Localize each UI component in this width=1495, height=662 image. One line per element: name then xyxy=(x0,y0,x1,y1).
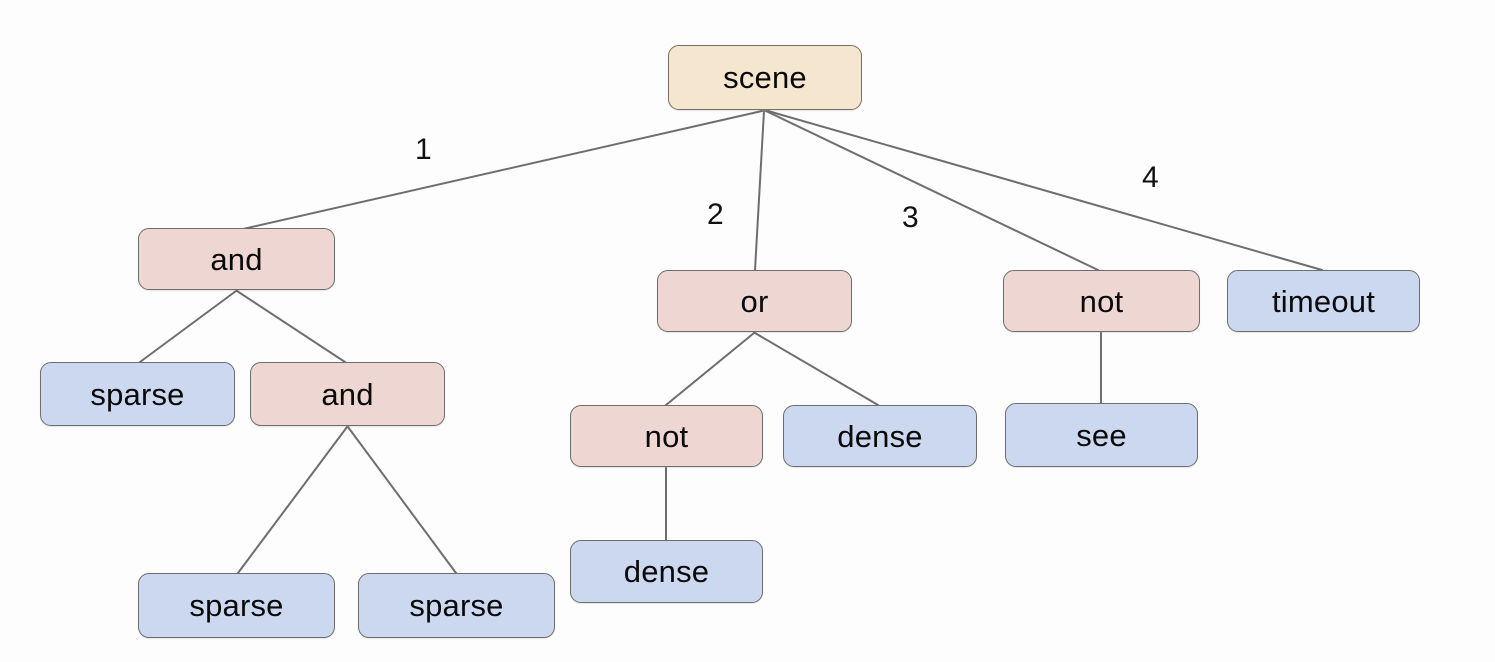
tree-node-label: sparse xyxy=(409,588,504,623)
tree-node-label: see xyxy=(1076,417,1127,453)
tree-node-label: and xyxy=(321,376,374,412)
tree-node-scene[interactable]: scene xyxy=(668,45,862,110)
tree-edge xyxy=(754,332,879,406)
tree-edge xyxy=(754,110,765,271)
tree-node-see1[interactable]: see xyxy=(1005,403,1198,467)
tree-edge xyxy=(237,426,348,574)
tree-node-label: not xyxy=(1079,283,1124,319)
tree-node-label: dense xyxy=(623,554,710,589)
tree-node-label: and xyxy=(210,241,263,277)
tree-node-timeout1[interactable]: timeout xyxy=(1227,270,1420,332)
tree-node-not2[interactable]: not xyxy=(570,405,763,467)
tree-node-sparse3[interactable]: sparse xyxy=(358,573,555,638)
tree-node-label: timeout xyxy=(1271,283,1376,319)
tree-edge xyxy=(139,290,237,363)
tree-node-not1[interactable]: not xyxy=(1003,270,1200,332)
tree-node-label: sparse xyxy=(189,588,284,623)
edge-label-1: 1 xyxy=(415,133,432,166)
tree-node-sparse1[interactable]: sparse xyxy=(40,362,235,426)
tree-edge xyxy=(665,332,755,406)
tree-node-label: not xyxy=(644,418,689,454)
edge-label-3: 3 xyxy=(902,201,919,234)
tree-edge xyxy=(767,110,1323,271)
tree-node-dense2[interactable]: dense xyxy=(570,540,763,603)
tree-edge xyxy=(242,110,763,230)
tree-edge xyxy=(347,426,457,574)
tree-node-sparse2[interactable]: sparse xyxy=(138,573,335,638)
tree-node-dense1[interactable]: dense xyxy=(783,405,977,467)
tree-edge xyxy=(236,290,346,363)
tree-node-label: or xyxy=(740,283,769,319)
tree-node-and2[interactable]: and xyxy=(250,362,445,426)
tree-node-label: sparse xyxy=(90,376,185,412)
tree-node-or1[interactable]: or xyxy=(657,270,852,332)
tree-edge xyxy=(765,110,1099,271)
tree-node-and1[interactable]: and xyxy=(138,228,335,290)
tree-node-label: scene xyxy=(723,60,807,95)
edge-label-2: 2 xyxy=(707,198,724,231)
edge-label-4: 4 xyxy=(1142,161,1159,194)
tree-node-label: dense xyxy=(837,418,923,454)
